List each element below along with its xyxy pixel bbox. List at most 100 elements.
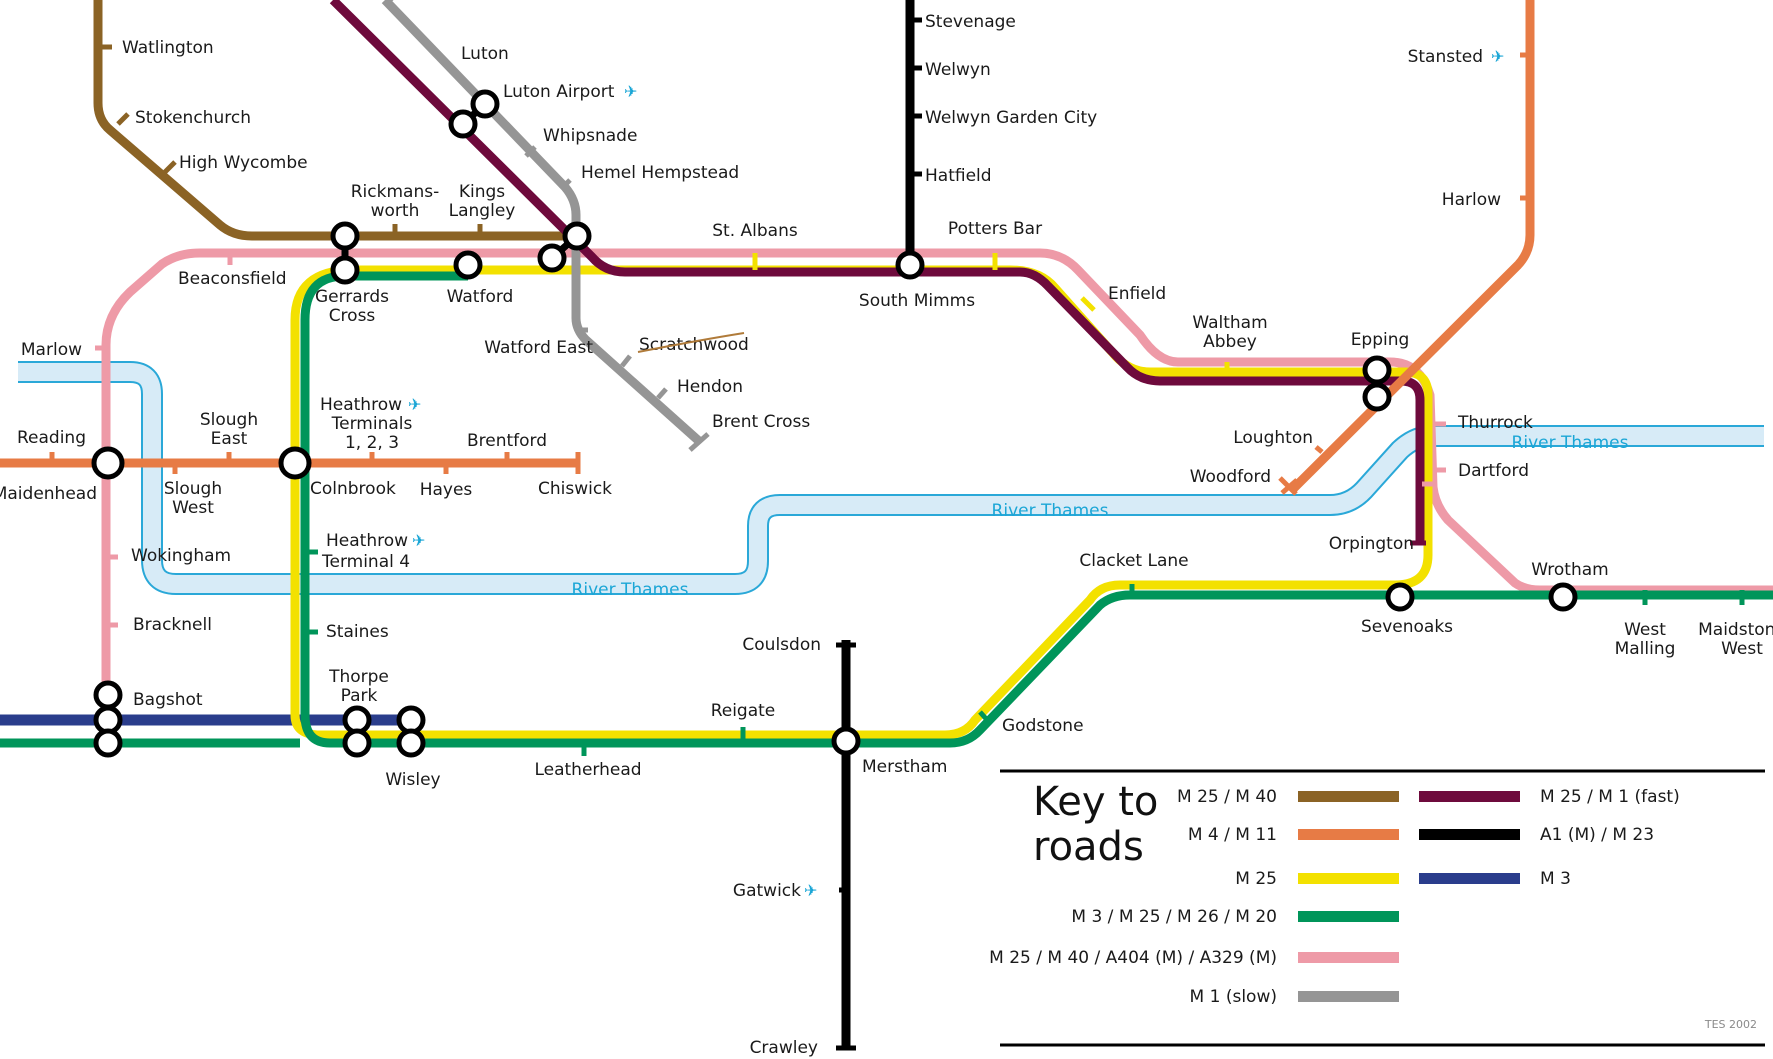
label-hemel-hempstead[interactable]: Hemel Hempstead — [581, 163, 739, 183]
label-welwyn[interactable]: Welwyn — [925, 60, 991, 80]
interchange-m1-m25[interactable] — [537, 243, 567, 273]
road-m25-m40-a404-a329[interactable] — [101, 248, 1773, 695]
label-merstham[interactable]: Merstham — [862, 757, 947, 777]
legend-swatch — [1298, 873, 1399, 884]
label-staines[interactable]: Staines — [326, 622, 389, 642]
label-slough-east-2[interactable]: East — [211, 429, 248, 449]
legend: Key to roads M 25 / M 40 M 4 / M 11 M 25… — [989, 769, 1765, 1047]
label-south-mimms[interactable]: South Mimms — [859, 291, 975, 311]
label-reading[interactable]: Reading — [17, 428, 86, 448]
label-bagshot[interactable]: Bagshot — [133, 690, 203, 710]
label-slough-west-1[interactable]: Slough — [164, 479, 222, 499]
label-potters-bar[interactable]: Potters Bar — [948, 219, 1042, 239]
label-brent-cross[interactable]: Brent Cross — [712, 412, 810, 432]
label-kings-langley-2[interactable]: Langley — [449, 201, 516, 221]
label-scratchwood[interactable]: Scratchwood — [639, 335, 749, 355]
label-clacket-lane[interactable]: Clacket Lane — [1079, 551, 1188, 571]
label-maidstone-west-2[interactable]: West — [1721, 639, 1763, 659]
interchange-merstham[interactable] — [831, 726, 861, 756]
label-heathrow-t4-2[interactable]: Terminal 4 — [321, 552, 410, 572]
interchange-colnbrook[interactable] — [278, 446, 312, 480]
label-heathrow-terminals-3[interactable]: 1, 2, 3 — [345, 433, 399, 453]
interchange-watford[interactable] — [453, 250, 483, 280]
interchange-wrotham[interactable] — [1548, 582, 1578, 612]
label-chiswick[interactable]: Chiswick — [538, 479, 612, 499]
label-crawley[interactable]: Crawley — [750, 1038, 818, 1058]
road-m3-m25-m26-m20[interactable] — [300, 271, 1773, 748]
road-m25-m1-fast[interactable] — [329, 0, 1425, 543]
road-m1-slow[interactable] — [381, 0, 704, 446]
plane-icon: ✈ — [412, 531, 425, 550]
interchange-luton-airport[interactable] — [448, 109, 478, 139]
label-woodford[interactable]: Woodford — [1190, 467, 1271, 487]
plane-icon: ✈ — [408, 395, 421, 414]
label-thurrock[interactable]: Thurrock — [1457, 413, 1533, 433]
label-gerrards-cross-2[interactable]: Cross — [329, 306, 376, 326]
interchange-epping[interactable] — [1362, 355, 1392, 385]
label-hendon[interactable]: Hendon — [677, 377, 743, 397]
label-whipsnade[interactable]: Whipsnade — [543, 126, 637, 146]
label-waltham-abbey-1[interactable]: Waltham — [1192, 313, 1267, 333]
label-heathrow-terminals-2[interactable]: Terminals — [331, 414, 413, 434]
label-harlow[interactable]: Harlow — [1442, 190, 1501, 210]
interchange-thorpe-park[interactable] — [342, 705, 372, 735]
label-hatfield[interactable]: Hatfield — [925, 166, 992, 186]
label-beaconsfield[interactable]: Beaconsfield — [178, 269, 287, 289]
interchange-bagshot[interactable] — [93, 680, 123, 710]
label-wisley[interactable]: Wisley — [385, 770, 440, 790]
label-welwyn-garden-city[interactable]: Welwyn Garden City — [925, 108, 1097, 128]
label-luton[interactable]: Luton — [461, 44, 509, 64]
label-leatherhead[interactable]: Leatherhead — [534, 760, 641, 780]
label-gatwick[interactable]: Gatwick — [733, 881, 801, 901]
label-maidenhead[interactable]: Maidenhead — [0, 484, 97, 504]
label-luton-airport[interactable]: Luton Airport — [503, 82, 615, 102]
label-wrotham[interactable]: Wrotham — [1531, 560, 1608, 580]
label-rickmansworth-2[interactable]: worth — [371, 201, 420, 221]
label-sevenoaks[interactable]: Sevenoaks — [1361, 617, 1453, 637]
label-maidstone-west-1[interactable]: Maidstone — [1698, 620, 1773, 640]
label-watlington[interactable]: Watlington — [122, 38, 214, 58]
interchange-south-mimms[interactable] — [895, 250, 925, 280]
label-stevenage[interactable]: Stevenage — [925, 12, 1016, 32]
label-wokingham[interactable]: Wokingham — [131, 546, 231, 566]
label-heathrow-t4-1[interactable]: Heathrow — [326, 531, 408, 551]
label-loughton[interactable]: Loughton — [1233, 428, 1313, 448]
label-brentford[interactable]: Brentford — [467, 431, 547, 451]
label-reigate[interactable]: Reigate — [711, 701, 776, 721]
label-watford[interactable]: Watford — [447, 287, 514, 307]
label-thorpe-park-2[interactable]: Park — [341, 686, 378, 706]
label-godstone[interactable]: Godstone — [1002, 716, 1084, 736]
label-slough-east-1[interactable]: Slough — [200, 410, 258, 430]
legend-label: M 1 (slow) — [1190, 987, 1277, 1007]
label-stansted[interactable]: Stansted — [1408, 47, 1483, 67]
label-waltham-abbey-2[interactable]: Abbey — [1203, 332, 1257, 352]
label-high-wycombe[interactable]: High Wycombe — [179, 153, 308, 173]
label-orpington[interactable]: Orpington — [1329, 534, 1414, 554]
interchange-wisley[interactable] — [396, 705, 426, 735]
label-bracknell[interactable]: Bracknell — [133, 615, 212, 635]
label-gerrards-cross-1[interactable]: Gerrards — [315, 287, 389, 307]
label-slough-west-2[interactable]: West — [172, 498, 214, 518]
label-heathrow-terminals-1[interactable]: Heathrow — [320, 395, 402, 415]
label-stokenchurch[interactable]: Stokenchurch — [135, 108, 251, 128]
interchange-gerrards-cross[interactable] — [330, 221, 360, 251]
label-marlow[interactable]: Marlow — [21, 340, 82, 360]
label-west-malling-1[interactable]: West — [1624, 620, 1666, 640]
interchange-sevenoaks[interactable] — [1385, 582, 1415, 612]
road-m11[interactable] — [1288, 0, 1535, 494]
label-enfield[interactable]: Enfield — [1108, 284, 1166, 304]
label-kings-langley-1[interactable]: Kings — [459, 182, 505, 202]
label-watford-east[interactable]: Watford East — [484, 338, 593, 358]
label-coulsdon[interactable]: Coulsdon — [742, 635, 821, 655]
label-rickmansworth-1[interactable]: Rickmans- — [351, 182, 439, 202]
label-thorpe-park-1[interactable]: Thorpe — [328, 667, 389, 687]
label-hayes[interactable]: Hayes — [420, 480, 473, 500]
label-epping[interactable]: Epping — [1351, 330, 1410, 350]
road-m25-m40[interactable] — [93, 0, 578, 241]
label-west-malling-2[interactable]: Malling — [1615, 639, 1676, 659]
label-dartford[interactable]: Dartford — [1458, 461, 1529, 481]
label-colnbrook[interactable]: Colnbrook — [310, 479, 396, 499]
label-st-albans[interactable]: St. Albans — [712, 221, 798, 241]
legend-swatch — [1298, 952, 1399, 963]
interchange-maidenhead[interactable] — [91, 446, 125, 480]
